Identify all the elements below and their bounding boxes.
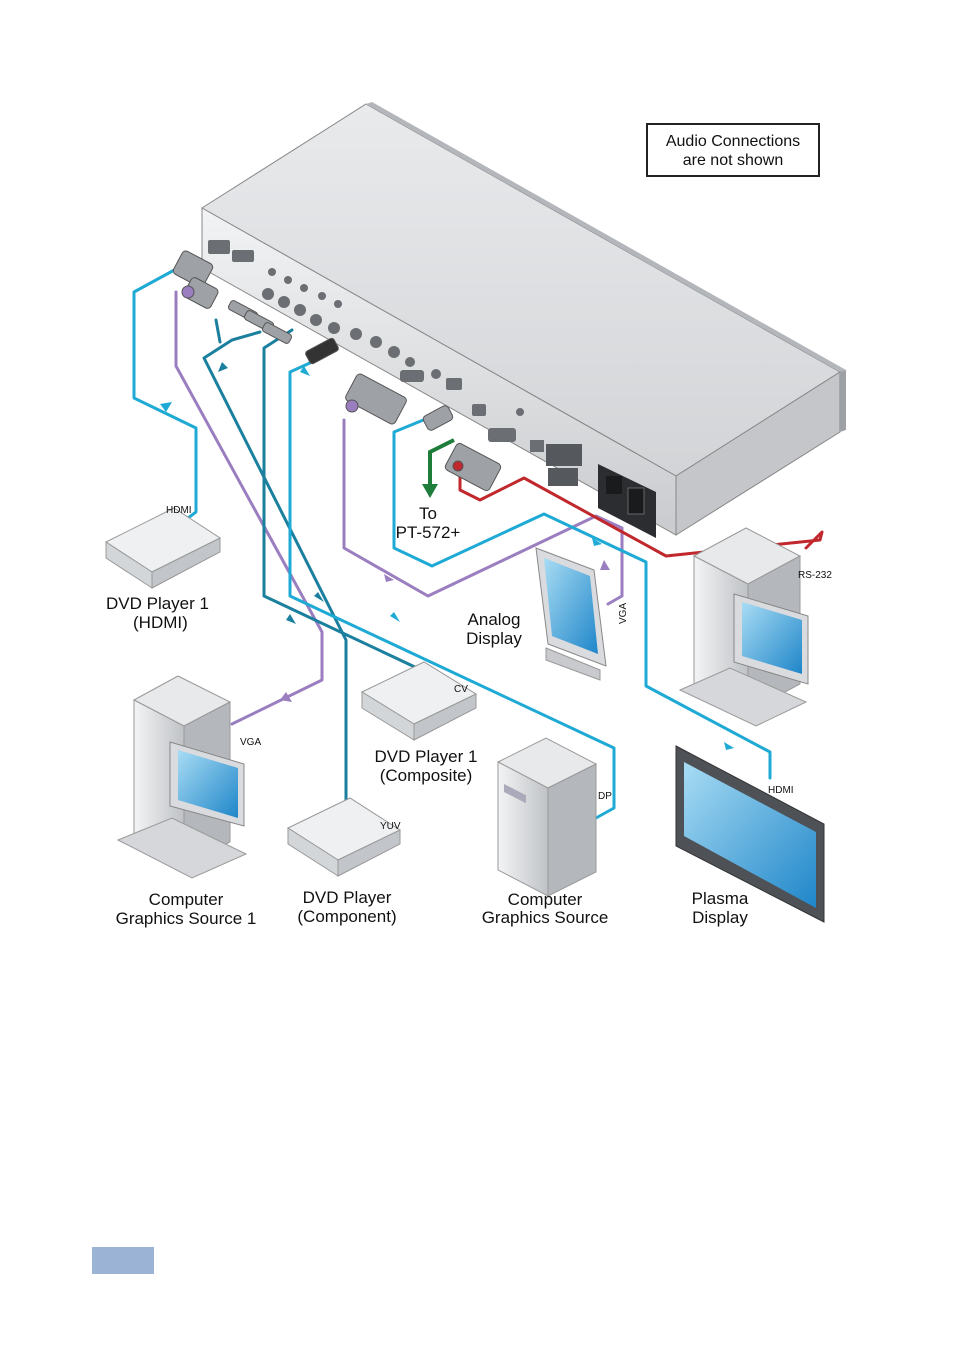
cable-rs232 xyxy=(458,468,824,558)
port-label-cv: CV xyxy=(454,684,468,695)
back-panel-connectors xyxy=(208,240,582,486)
label-dvd-composite-line1: DVD Player 1 xyxy=(375,747,478,766)
label-dvd-hdmi-line1: DVD Player 1 xyxy=(106,594,209,613)
port-label-yuv: YUV xyxy=(380,821,401,832)
plasma-display xyxy=(675,745,825,923)
plugs xyxy=(172,250,502,492)
dvd-player-composite xyxy=(360,661,478,741)
label-computer1-line1: Computer xyxy=(149,890,224,909)
pt572-arrow xyxy=(422,438,455,498)
audio-note-line1: Audio Connections xyxy=(665,133,801,150)
label-computer1-line2: Graphics Source 1 xyxy=(116,909,257,928)
port-label-vga-analog: VGA xyxy=(618,603,629,624)
label-dvd-composite-line2: (Composite) xyxy=(380,766,473,785)
analog-display xyxy=(535,547,607,681)
label-dvd-hdmi-line2: (HDMI) xyxy=(133,613,188,632)
port-label-dp: DP xyxy=(598,791,612,802)
port-label-hdmi-dvd: HDMI xyxy=(166,505,192,516)
port-label-vga-computer1: VGA xyxy=(240,737,261,748)
label-plasma-line1: Plasma xyxy=(692,889,749,908)
port-label-rs232: RS-232 xyxy=(798,570,832,581)
label-dvd-component-line2: (Component) xyxy=(297,907,396,926)
switcher-unit xyxy=(201,102,846,538)
label-plasma-line2: Display xyxy=(692,908,748,927)
power-inlet xyxy=(598,464,656,538)
cable-hdmi-dvd xyxy=(132,266,198,520)
label-pt572-line2: PT-572+ xyxy=(396,523,461,542)
label-computer-dp-line1: Computer xyxy=(508,890,583,909)
label-analog-line1: Analog xyxy=(468,610,521,629)
cable-dp-computer xyxy=(288,360,616,820)
label-dvd-component-line1: DVD Player xyxy=(303,888,392,907)
dvd-player-hdmi xyxy=(104,507,222,589)
cable-hdmi-plasma xyxy=(392,412,772,780)
label-computer-dp-line2: Graphics Source xyxy=(482,908,609,927)
dvd-player-component xyxy=(286,797,402,877)
cable-vga-computer1 xyxy=(174,290,324,726)
label-analog-line2: Display xyxy=(466,629,522,648)
cable-arrows xyxy=(160,362,734,750)
page-number-tab xyxy=(92,1247,154,1274)
audio-note-box: Audio Connections are not shown xyxy=(646,123,820,177)
audio-note-line2: are not shown xyxy=(682,152,784,169)
computer-graphics-source xyxy=(496,737,598,897)
label-pt572-line1: To xyxy=(419,504,437,523)
computer-graphics-source-1 xyxy=(116,675,248,879)
port-label-hdmi-plasma: HDMI xyxy=(768,785,794,796)
control-pc xyxy=(678,527,809,727)
